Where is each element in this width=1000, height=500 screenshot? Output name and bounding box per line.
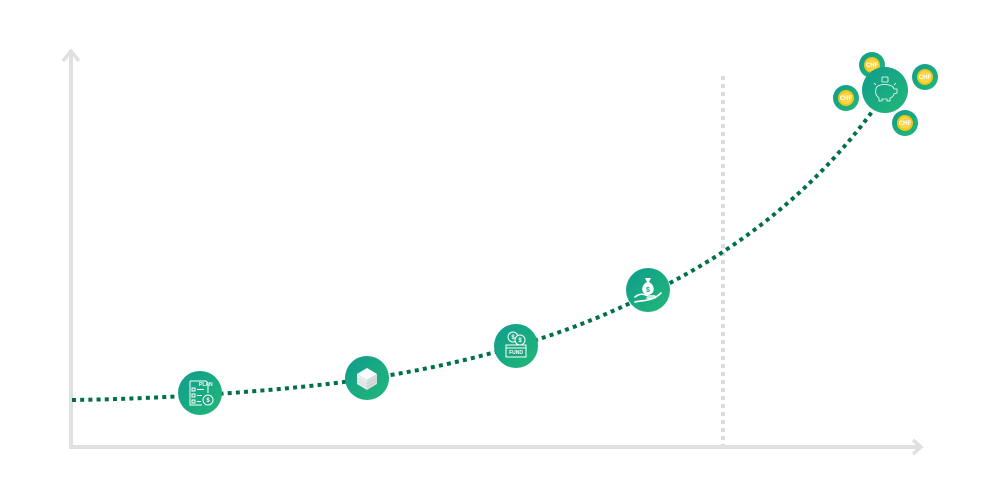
milestone-savings[interactable] (862, 67, 908, 113)
svg-text:CHF: CHF (866, 63, 879, 69)
milestone-documents[interactable] (345, 356, 389, 400)
axes (61, 48, 924, 456)
svg-text:CHF: CHF (899, 121, 912, 127)
coin: CHF (833, 85, 859, 111)
fund-coin-dollar-1: $ (511, 335, 515, 341)
milestone-plan[interactable]: PLAN $ (178, 371, 222, 415)
plan-document-icon (189, 380, 214, 406)
plan-dollar: $ (206, 398, 210, 404)
money-bag-hand-icon (634, 278, 662, 303)
piggy-bank-icon (873, 76, 898, 102)
fund-box-icon (505, 331, 527, 358)
paper-stack-icon (356, 368, 378, 390)
coin: CHF (892, 110, 918, 136)
coin: CHF (912, 64, 938, 90)
y-axis-arrowhead (61, 48, 81, 63)
growth-curve (71, 90, 888, 402)
plan-label: PLAN (199, 382, 213, 388)
milestone-fund[interactable]: $ $ FUND (494, 324, 538, 368)
money-bag-dollar: $ (646, 287, 650, 294)
x-axis-arrowhead (911, 438, 924, 456)
milestone-investment[interactable]: $ (626, 268, 670, 312)
svg-text:CHF: CHF (919, 75, 932, 81)
fund-coin-dollar-2: $ (518, 338, 522, 344)
fund-label: FUND (509, 350, 523, 356)
svg-text:CHF: CHF (840, 96, 853, 102)
